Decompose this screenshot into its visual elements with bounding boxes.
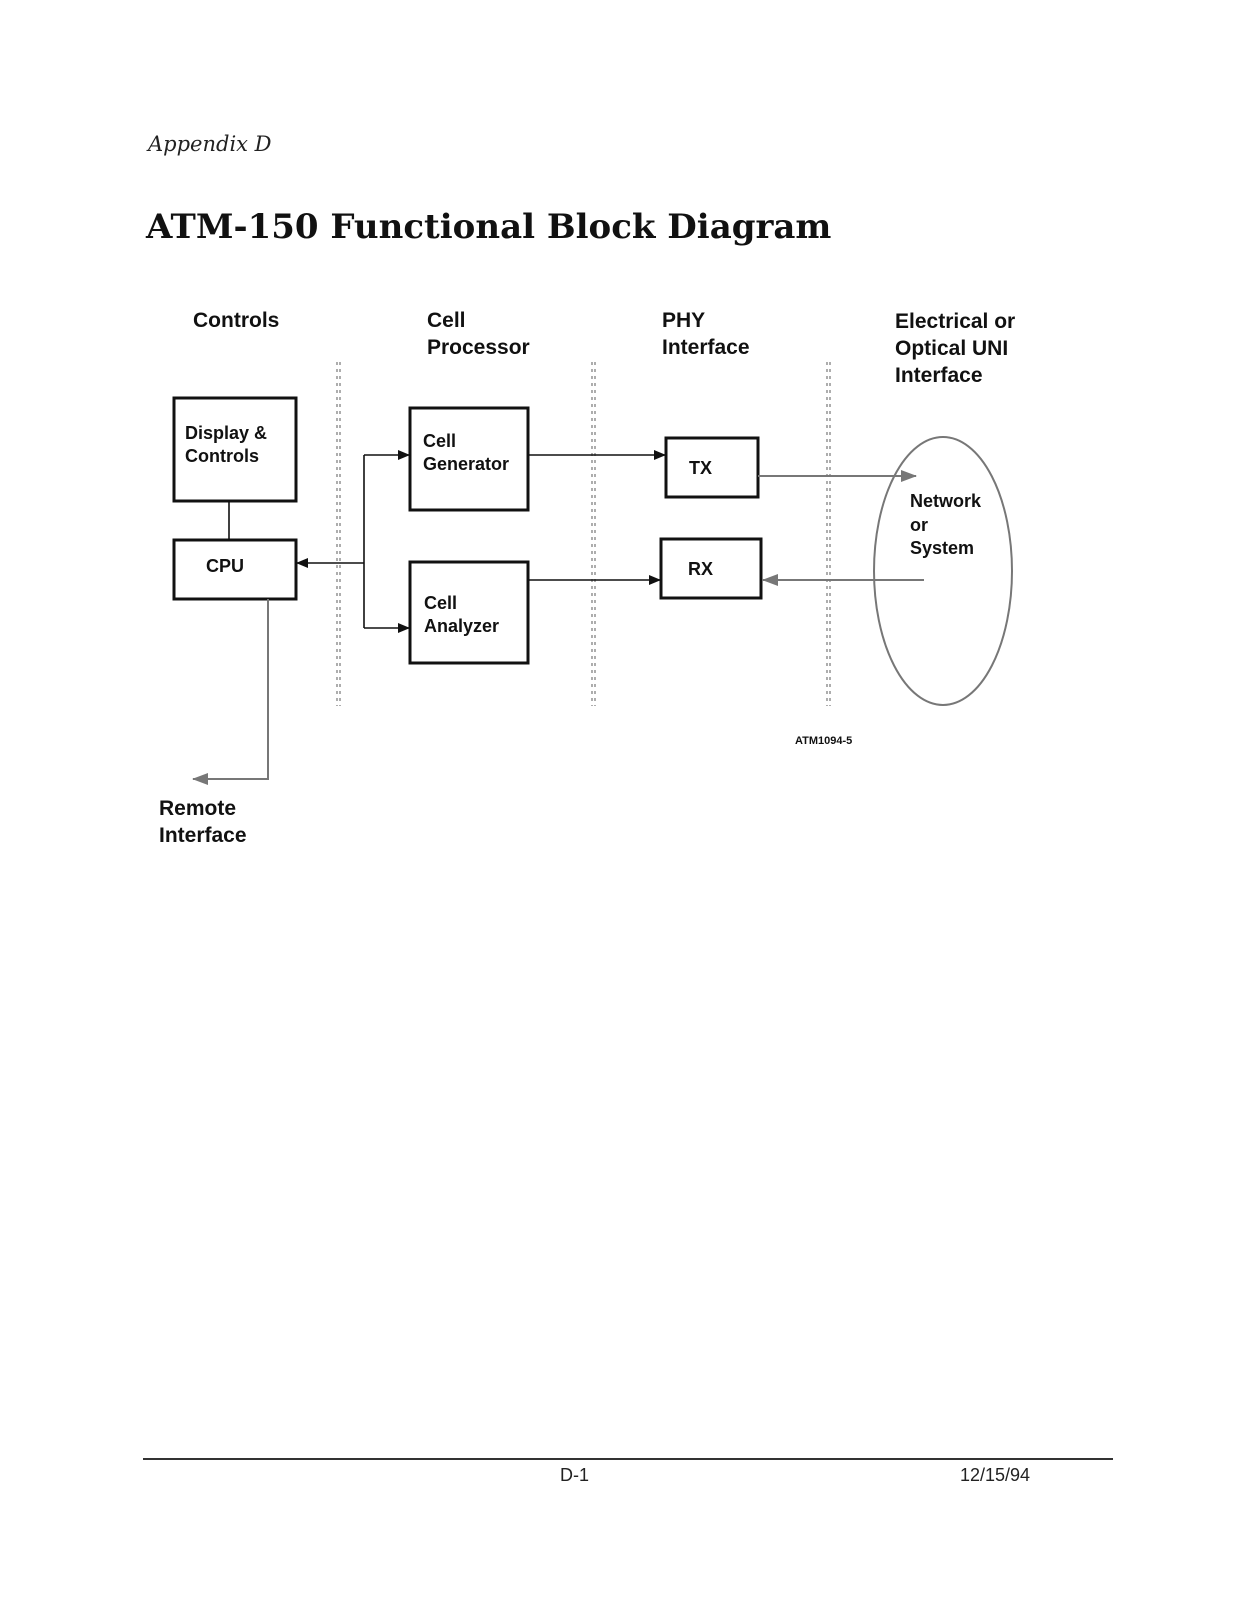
rx-label: RX xyxy=(688,559,713,579)
cell-analyzer-label-line: Cell xyxy=(424,593,457,613)
tx-label: TX xyxy=(689,458,712,478)
tx-block xyxy=(664,436,760,499)
footer-date: 12/15/94 xyxy=(960,1465,1031,1485)
remote-interface-label-line: Interface xyxy=(159,824,247,847)
column-header-controls-line: Controls xyxy=(193,309,279,332)
cell-generator-label-line: Generator xyxy=(423,454,509,474)
column-header-uni-interface-line: Electrical or xyxy=(895,310,1015,333)
cell-analyzer-block xyxy=(408,560,530,665)
network-system-label-line: System xyxy=(910,538,974,558)
remote-interface-label-line: Remote xyxy=(159,797,236,820)
remote-interface-label: Remote Interface xyxy=(159,797,247,847)
footer-rule xyxy=(143,1458,1113,1460)
cell-generator-block xyxy=(408,406,530,512)
column-header-controls: Controls xyxy=(193,309,279,332)
column-header-uni-interface-line: Interface xyxy=(895,364,983,387)
cell-generator-label-line: Cell xyxy=(423,431,456,451)
column-header-cell-processor-line: Processor xyxy=(427,336,530,359)
column-header-phy-interface-line: PHY xyxy=(662,309,705,332)
column-header-phy-interface: PHY Interface xyxy=(662,309,750,359)
cpu-block xyxy=(172,538,298,601)
rx-block xyxy=(659,537,763,600)
column-header-cell-processor-line: Cell xyxy=(427,309,466,332)
network-system-label: Network or System xyxy=(910,491,986,558)
rx-label-line: RX xyxy=(688,559,713,579)
network-system-ellipse xyxy=(873,436,1013,706)
display-controls-label-line: Controls xyxy=(185,446,259,466)
appendix-label: Appendix D xyxy=(148,132,272,156)
cell-analyzer-label-line: Analyzer xyxy=(424,616,499,636)
figure-id: ATM1094-5 xyxy=(795,735,852,747)
display-controls-label-line: Display & xyxy=(185,423,267,443)
cpu-label: CPU xyxy=(206,556,244,576)
edge-cpu-to-remote-interface xyxy=(192,599,269,785)
display-controls-label: Display & Controls xyxy=(185,423,272,466)
display-controls-block xyxy=(172,396,298,503)
cell-generator-label: Cell Generator xyxy=(423,431,509,474)
tx-label-line: TX xyxy=(689,458,712,478)
column-header-cell-processor: Cell Processor xyxy=(427,309,530,359)
footer-page-number: D-1 xyxy=(560,1465,590,1485)
column-header-uni-interface: Electrical or Optical UNI Interface xyxy=(895,310,1021,387)
network-system-label-line: or xyxy=(910,515,928,535)
cpu-label-line: CPU xyxy=(206,556,244,576)
network-system-label-line: Network xyxy=(910,491,982,511)
column-header-uni-interface-line: Optical UNI xyxy=(895,337,1008,360)
column-header-phy-interface-line: Interface xyxy=(662,336,750,359)
cell-analyzer-label: Cell Analyzer xyxy=(424,593,499,636)
page-title: ATM-150 Functional Block Diagram xyxy=(146,207,832,247)
